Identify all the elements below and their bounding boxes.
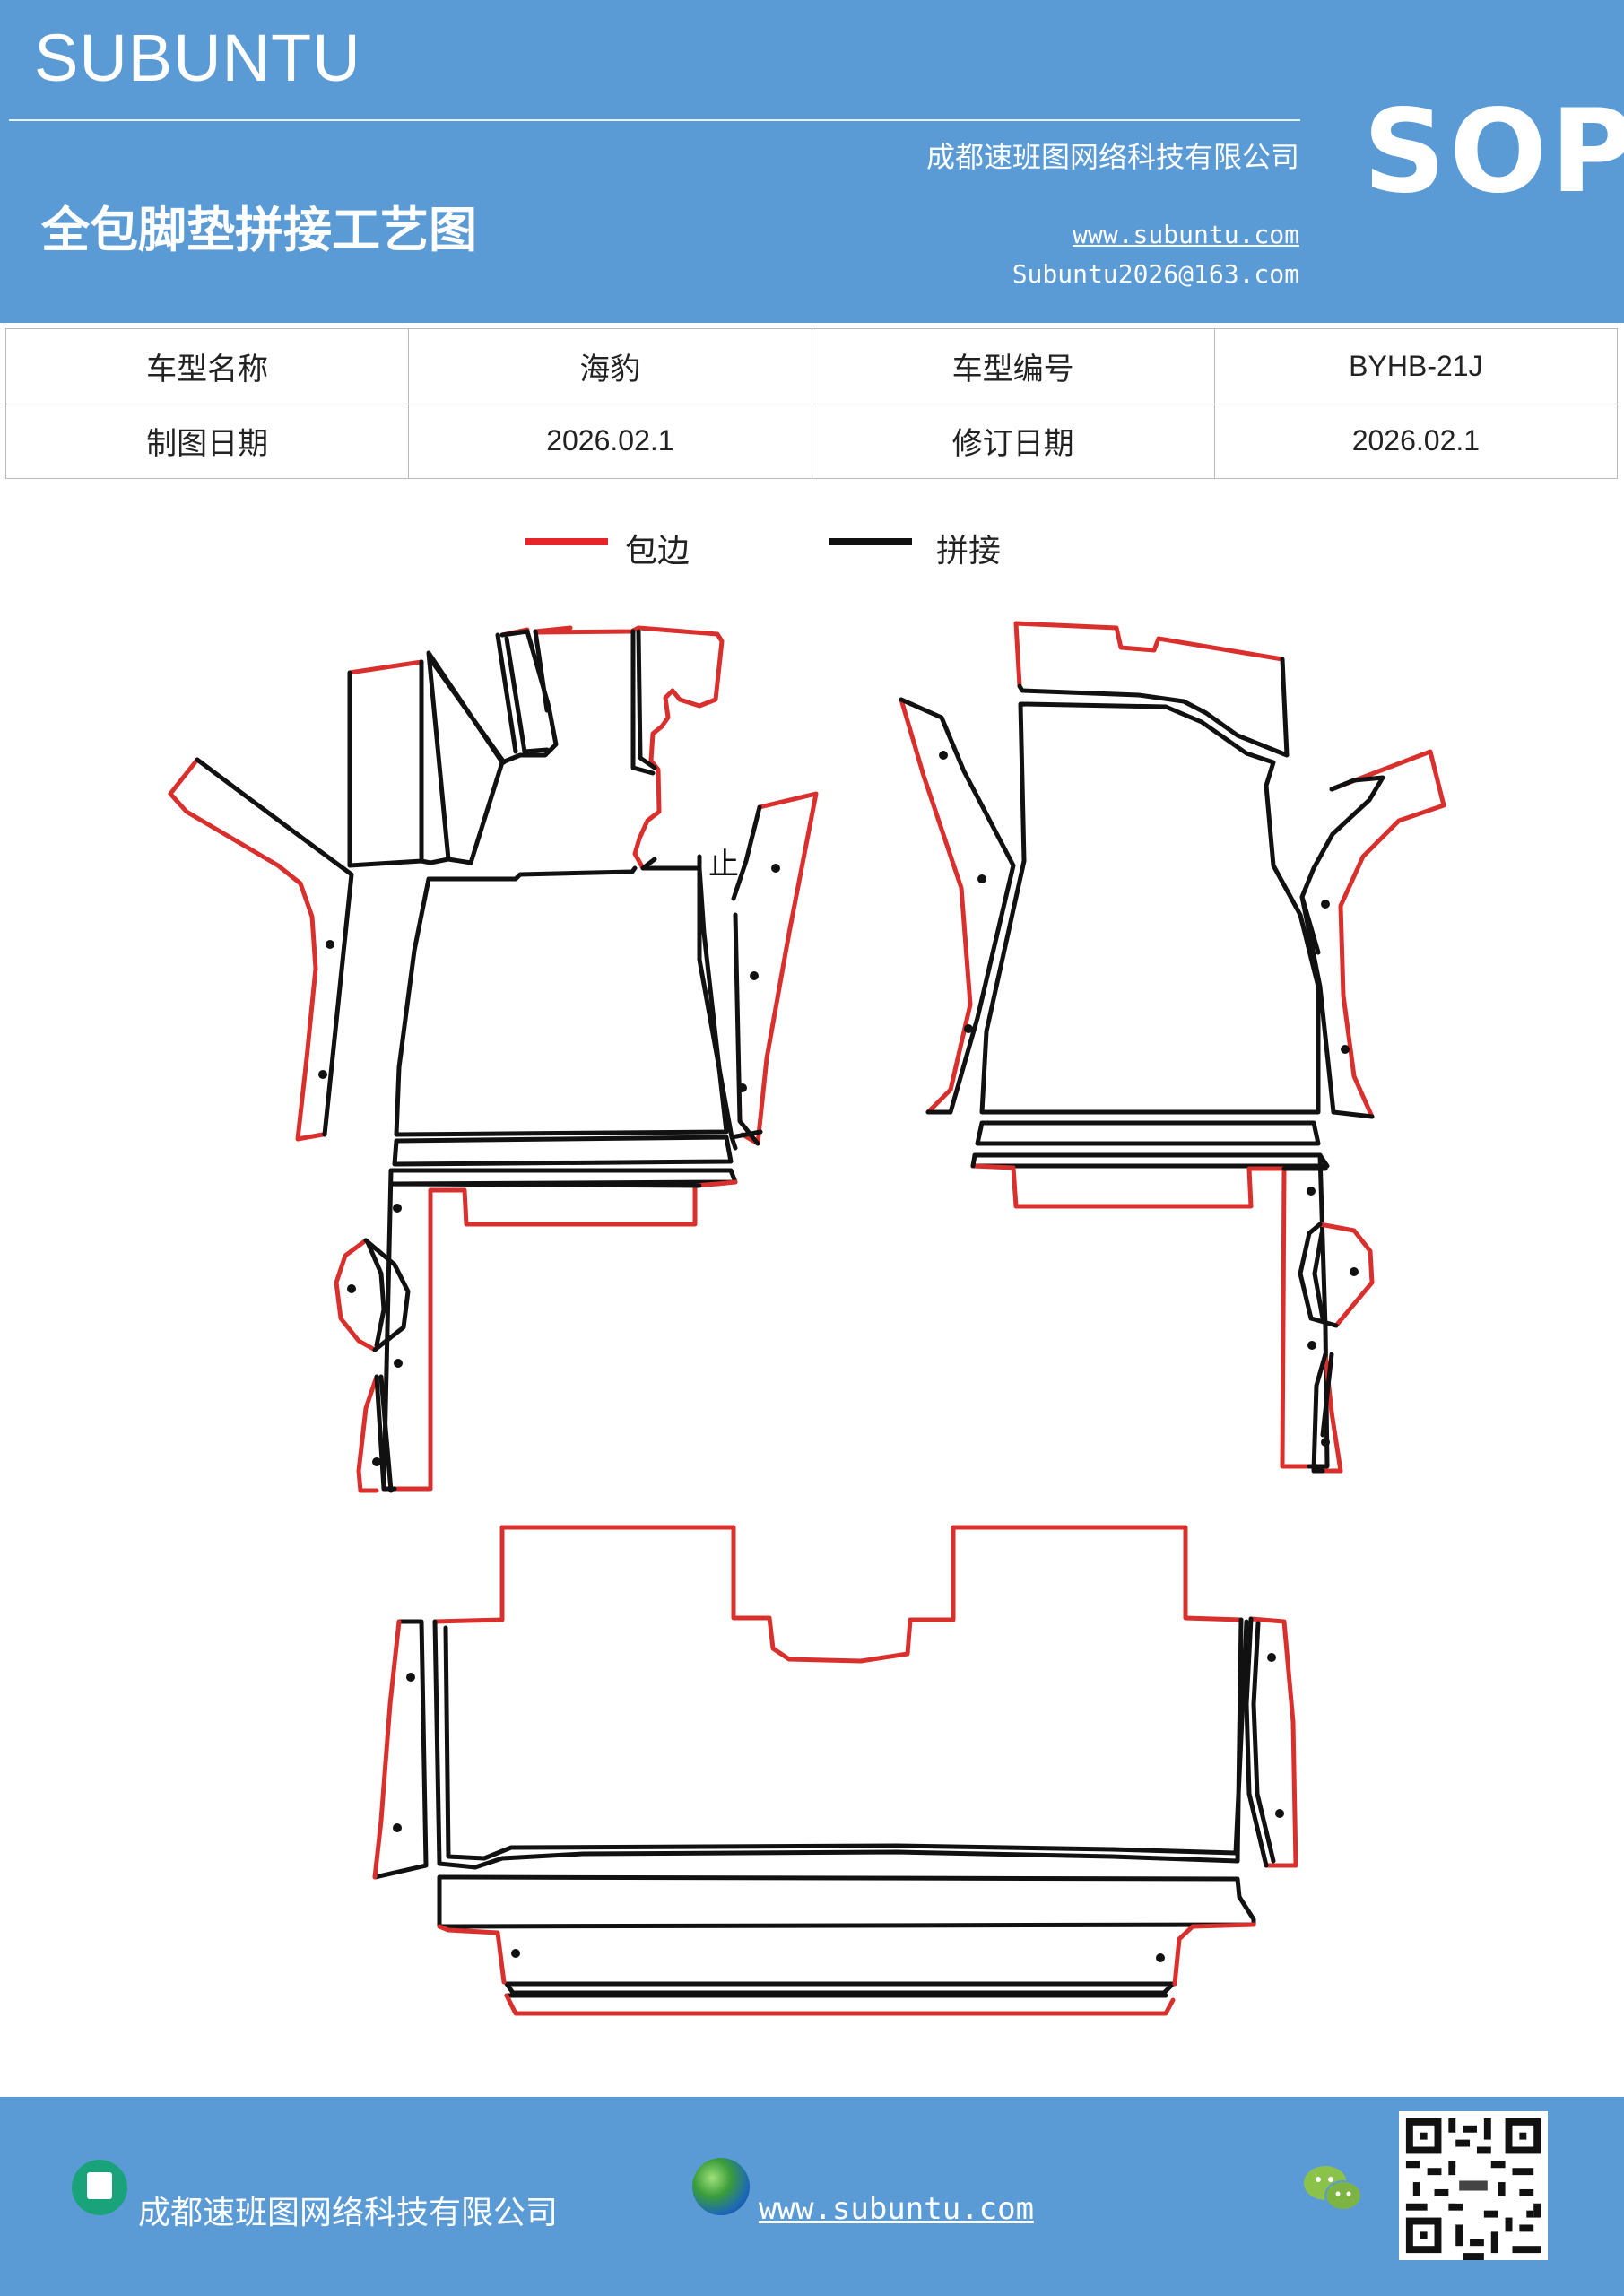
legend: 包边 拼接 — [0, 525, 1624, 570]
draw-date-value: 2026.02.1 — [408, 403, 812, 479]
header-website-link[interactable]: www.subuntu.com — [1073, 220, 1299, 249]
wechat-icon[interactable] — [1302, 2161, 1365, 2215]
revise-date-label: 修订日期 — [811, 403, 1215, 479]
legend-label-seam: 拼接 — [936, 533, 1002, 570]
legend-swatch-edge — [525, 538, 608, 545]
mat-edge — [372, 1616, 1298, 1880]
qr-code — [1399, 2111, 1548, 2260]
header-email: Subuntu2026@163.com — [1012, 259, 1299, 289]
footer-website-link[interactable]: www.subuntu.com — [759, 2191, 1035, 2227]
revise-date-value: 2026.02.1 — [1213, 403, 1619, 479]
mat-seam — [363, 1238, 411, 1493]
mat-edge — [437, 1922, 1256, 2016]
draw-date-label: 制图日期 — [4, 403, 410, 479]
diagram-note: 止 — [708, 847, 739, 883]
sop-badge: SOP — [1363, 85, 1624, 219]
mat-seam — [970, 1152, 1330, 1469]
mat-seam — [372, 1617, 1249, 1880]
right-front-mats — [899, 621, 1446, 1474]
qr-code-pattern — [1399, 2111, 1548, 2260]
building-icon — [72, 2160, 127, 2215]
mat-edge — [168, 757, 326, 1142]
mat-edge — [334, 1238, 379, 1493]
mat-edge — [899, 621, 1446, 1119]
mat-edge — [392, 1179, 738, 1492]
footer-company: 成都速班图网络科技有限公司 — [138, 2195, 559, 2231]
mat-seam — [195, 629, 763, 1151]
mat-seam — [899, 657, 1385, 1119]
mat-seam — [970, 1120, 1330, 1169]
mat-edge — [970, 1163, 1312, 1469]
header-company: 成都速班图网络科技有限公司 — [925, 140, 1299, 174]
mat-seam — [1244, 1616, 1276, 1868]
model-name-value: 海豹 — [408, 328, 812, 404]
model-name-label: 车型名称 — [4, 328, 410, 404]
mat-edge — [740, 791, 819, 1146]
mat-seam — [388, 1135, 738, 1187]
header-divider — [9, 119, 1300, 121]
left-front-mats: 止 — [168, 625, 819, 1493]
pin-dots — [939, 751, 1359, 1447]
model-code-value: BYHB-21J — [1213, 328, 1619, 404]
table-row: 制图日期 2026.02.1 修订日期 2026.02.1 — [4, 403, 1619, 479]
legend-label-edge: 包边 — [625, 533, 690, 570]
vehicle-info-table: 车型名称 海豹 车型编号 BYHB-21J 制图日期 2026.02.1 修订日… — [4, 328, 1619, 479]
mat-seam — [394, 865, 729, 1137]
table-row: 车型名称 海豹 车型编号 BYHB-21J — [4, 328, 1619, 404]
brand-name: SUBUNTU — [34, 21, 361, 95]
mat-seam — [437, 1874, 1256, 1998]
globe-icon — [692, 2158, 750, 2215]
pin-dots — [393, 1653, 1284, 1962]
mat-edge — [432, 1525, 1244, 1664]
rear-mats — [372, 1525, 1298, 2016]
model-code-label: 车型编号 — [811, 328, 1215, 404]
header-band — [0, 0, 1624, 323]
legend-swatch-seam — [829, 538, 912, 545]
pin-dots — [318, 864, 780, 1466]
mat-seam — [1298, 1222, 1339, 1474]
page-title: 全包脚垫拼接工艺图 — [41, 201, 477, 258]
